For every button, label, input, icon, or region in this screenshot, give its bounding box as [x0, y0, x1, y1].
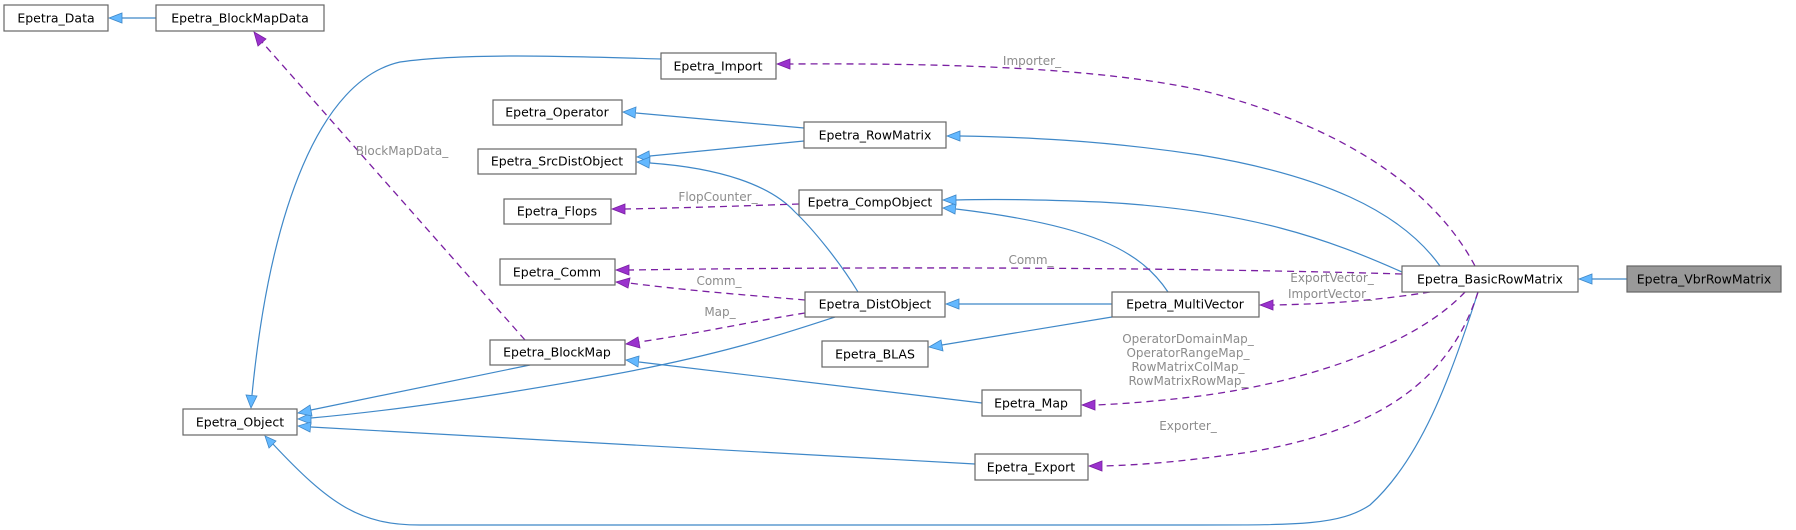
arrowhead-blockmap-usage [624, 336, 641, 349]
node-label: Epetra_Data [17, 11, 94, 26]
arrowhead-comm-2 [614, 277, 631, 289]
node-epetra-vbrrowmatrix[interactable]: Epetra_VbrRowMatrix [1626, 265, 1782, 293]
label-comm-basic: Comm_ [1008, 253, 1054, 267]
node-label: Epetra_Operator [505, 105, 609, 120]
arrowhead-distobject [944, 298, 960, 310]
edge-basicrowmatrix-export [1101, 291, 1479, 467]
label-blockmapdata: BlockMapData_ [356, 144, 449, 158]
edge-import-object [251, 55, 662, 396]
arrowhead-blockmap [625, 355, 640, 368]
node-epetra-compobject[interactable]: Epetra_CompObject [798, 189, 943, 216]
node-epetra-flops[interactable]: Epetra_Flops [503, 198, 612, 225]
label-operator-range-map: OperatorRangeMap_ [1126, 346, 1250, 360]
edge-basicrowmatrix-object [271, 291, 1479, 526]
edge-distobject-srcdistobject [649, 162, 859, 293]
arrowhead-flops [610, 203, 626, 215]
node-label: Epetra_DistObject [819, 297, 932, 312]
node-epetra-blockmapdata[interactable]: Epetra_BlockMapData [155, 4, 325, 32]
label-rowmatrix-col-map: RowMatrixColMap_ [1131, 360, 1245, 374]
arrowhead-blockmapdata [253, 31, 267, 47]
edge-basicrowmatrix-map [1094, 291, 1466, 406]
node-epetra-multivector[interactable]: Epetra_MultiVector [1111, 291, 1260, 318]
edge-basicrowmatrix-import [789, 63, 1476, 267]
arrowhead-object-blockmap [296, 404, 313, 417]
inheritance-edges [107, 12, 1627, 526]
label-operator-domain-map: OperatorDomainMap_ [1122, 332, 1255, 346]
edge-basicrowmatrix-compobject [955, 198, 1403, 273]
arrowhead-comm-1 [614, 264, 630, 276]
edge-multivector-compobject [955, 208, 1169, 293]
nodes: Epetra_Data Epetra_BlockMapData Epetra_I… [3, 4, 1782, 481]
node-epetra-rowmatrix[interactable]: Epetra_RowMatrix [803, 121, 947, 149]
label-flopcounter: FlopCounter_ [678, 190, 758, 204]
node-epetra-srcdistobject[interactable]: Epetra_SrcDistObject [477, 148, 637, 175]
edge-distobject-comm [628, 282, 806, 301]
edge-blockmap-object [310, 364, 531, 411]
edge-basicrowmatrix-comm [628, 267, 1403, 275]
node-epetra-distobject[interactable]: Epetra_DistObject [804, 291, 946, 318]
node-label: Epetra_MultiVector [1126, 297, 1245, 312]
edge-export-object [310, 426, 976, 465]
node-label: Epetra_SrcDistObject [491, 154, 623, 169]
node-epetra-comm[interactable]: Epetra_Comm [499, 258, 616, 286]
arrowhead-rowmatrix [945, 130, 961, 142]
usage-edges [253, 31, 1479, 472]
node-label: Epetra_Comm [513, 265, 601, 280]
arrowhead-map [1080, 399, 1096, 411]
arrowhead-data [107, 12, 123, 24]
node-label: Epetra_Import [674, 59, 763, 74]
edge-multivector-blas [941, 316, 1113, 346]
node-epetra-import[interactable]: Epetra_Import [660, 52, 777, 80]
node-epetra-data[interactable]: Epetra_Data [3, 4, 109, 32]
node-label: Epetra_CompObject [808, 195, 933, 210]
node-label: Epetra_Object [196, 415, 284, 430]
node-epetra-object[interactable]: Epetra_Object [182, 408, 298, 436]
edge-rowmatrix-srcdistobject [649, 140, 805, 157]
label-map-dist: Map_ [704, 305, 736, 319]
label-exporter: Exporter_ [1159, 419, 1218, 433]
node-label: Epetra_BlockMap [503, 345, 611, 360]
label-importer: Importer_ [1003, 54, 1062, 68]
arrowhead-blas [927, 339, 944, 352]
edge-blockmap-blockmapdata [261, 41, 526, 341]
arrowhead-multivector [1258, 299, 1274, 311]
label-import-vector: ImportVector_ [1288, 287, 1373, 301]
node-label: Epetra_Map [994, 396, 1068, 411]
edge-distobject-object [310, 316, 836, 419]
node-label: Epetra_Flops [517, 204, 597, 219]
edge-basicrowmatrix-rowmatrix [959, 135, 1441, 267]
edge-basicrowmatrix-multivector [1272, 291, 1431, 306]
arrowhead-object-distobject [296, 412, 312, 425]
node-epetra-blas[interactable]: Epetra_BLAS [821, 340, 929, 368]
label-export-vector: ExportVector_ [1290, 271, 1375, 285]
arrowhead-basicrowmatrix [1577, 273, 1593, 285]
edge-compobject-flops [624, 203, 800, 210]
node-label: Epetra_VbrRowMatrix [1637, 272, 1771, 287]
edge-rowmatrix-operator [635, 112, 805, 129]
label-comm-dist: Comm_ [696, 274, 742, 288]
arrowhead-object-basicrowmatrix [264, 435, 277, 449]
arrowhead-compobject-1 [942, 202, 957, 215]
node-label: Epetra_BasicRowMatrix [1417, 272, 1563, 287]
node-label: Epetra_RowMatrix [819, 128, 932, 143]
node-epetra-basicrowmatrix[interactable]: Epetra_BasicRowMatrix [1401, 265, 1579, 293]
node-epetra-export[interactable]: Epetra_Export [974, 453, 1089, 481]
arrowhead-srcdistobject-2 [636, 156, 651, 169]
edge-map-blockmap [638, 361, 983, 404]
node-epetra-map[interactable]: Epetra_Map [981, 389, 1082, 417]
arrowhead-export [1087, 460, 1103, 472]
edge-labels: Importer_ BlockMapData_ FlopCounter_ Com… [356, 54, 1375, 433]
arrowhead-compobject-2 [941, 194, 957, 206]
node-label: Epetra_BLAS [835, 347, 915, 362]
arrowhead-import [775, 58, 791, 70]
arrowhead-object-import [245, 394, 258, 409]
node-epetra-operator[interactable]: Epetra_Operator [492, 99, 623, 126]
node-label: Epetra_Export [987, 460, 1075, 475]
arrowhead-object-export [296, 421, 312, 433]
node-label: Epetra_BlockMapData [171, 11, 309, 26]
arrowhead-operator [622, 106, 637, 119]
label-rowmatrix-row-map: RowMatrixRowMap_ [1128, 374, 1248, 388]
edge-distobject-blockmap [638, 312, 806, 343]
node-epetra-blockmap[interactable]: Epetra_BlockMap [489, 339, 626, 366]
